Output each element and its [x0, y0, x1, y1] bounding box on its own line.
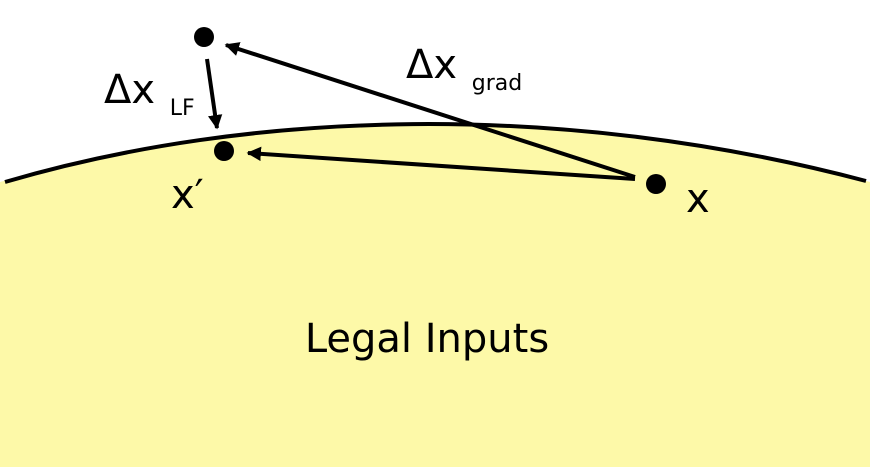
x-prime-label: x′ — [171, 172, 204, 218]
delta-x-lf-label: Δx LF — [104, 67, 195, 121]
x-point — [646, 174, 666, 194]
delta-x-grad-symbol: Δx — [406, 42, 457, 88]
legal-inputs-region — [0, 124, 870, 467]
adversarial-point — [194, 27, 214, 47]
delta-x-lf-subscript: LF — [170, 96, 195, 121]
delta-x-lf-symbol: Δx — [104, 67, 155, 113]
x-prime-point — [214, 141, 234, 161]
legal-fit-step-arrow — [205, 58, 223, 130]
delta-x-grad-subscript: grad — [472, 71, 522, 96]
gradient-step-arrow — [224, 42, 636, 179]
legal-inputs-boundary — [4, 122, 867, 184]
direct-step-arrow — [246, 146, 636, 181]
delta-x-grad-label: Δx grad — [406, 42, 522, 96]
legal-inputs-label: Legal Inputs — [305, 316, 549, 362]
x-label: x — [686, 176, 710, 222]
